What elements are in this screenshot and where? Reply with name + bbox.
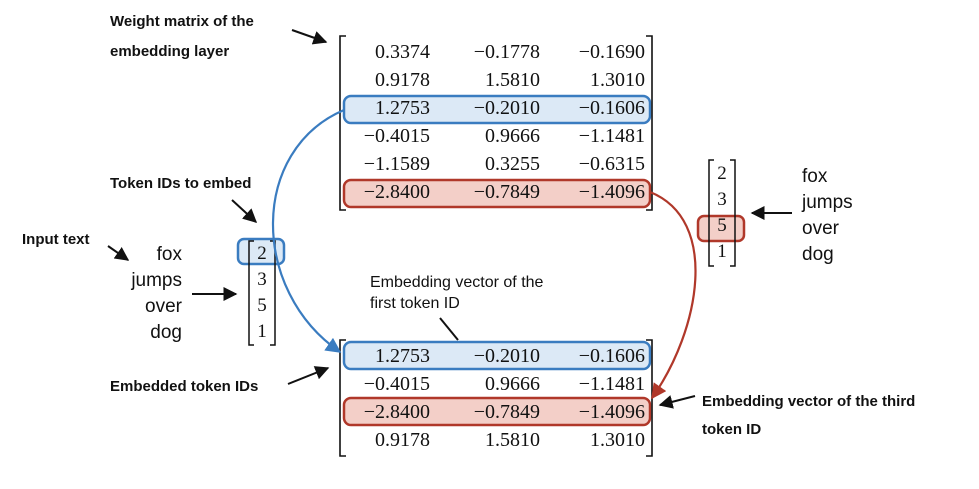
embedded-matrix-cell: −1.1481 xyxy=(579,373,645,395)
left-ids-left-bracket xyxy=(248,240,254,346)
first-vector-pointer-line xyxy=(439,317,459,341)
weight-matrix-cell: 1.2753 xyxy=(375,97,430,119)
input-words-right: fox jumps over dog xyxy=(801,166,853,265)
embedded-matrix-cell: 0.9666 xyxy=(485,373,540,395)
weight-matrix-label-line1: Weight matrix of the xyxy=(110,13,254,30)
weight-matrix-cell: 0.9178 xyxy=(375,69,430,91)
weight-matrix-cell: −1.1589 xyxy=(364,153,430,175)
embedded-matrix-left-bracket xyxy=(339,339,346,457)
weight-row-highlight-red xyxy=(342,178,652,209)
weight-matrix-cell: −0.2010 xyxy=(474,97,540,119)
token-id-vector-left: 2 3 5 1 xyxy=(257,243,267,342)
embedded-matrix-cell: −1.4096 xyxy=(579,401,645,423)
weight-matrix-cell: −0.1778 xyxy=(474,41,540,63)
embedded-row-highlight-red xyxy=(342,396,652,427)
embedded-matrix: 1.2753 −0.2010 −0.1606 −0.4015 0.9666 −1.1481… xyxy=(364,345,645,451)
input-word-right: dog xyxy=(802,244,834,265)
weight-matrix-cell: −2.8400 xyxy=(364,181,430,203)
embedded-ids-pointer-arrow xyxy=(287,366,330,385)
third-vector-label-line2: token ID xyxy=(702,421,761,438)
embedded-matrix-cell: 0.9178 xyxy=(375,429,430,451)
embedded-matrix-cell: 1.3010 xyxy=(590,429,645,451)
weight-matrix-cell: −0.1690 xyxy=(579,41,645,63)
third-vector-pointer-arrow xyxy=(658,395,696,409)
weight-row-highlight-blue xyxy=(342,94,652,125)
weight-matrix: 0.3374 −0.1778 −0.1690 0.9178 1.5810 1.3010 1.… xyxy=(364,41,645,203)
input-word-left: dog xyxy=(150,322,182,343)
weight-matrix-cell: −0.6315 xyxy=(579,153,645,175)
weight-matrix-cell: 0.9666 xyxy=(485,125,540,147)
lookup-arrow-red xyxy=(649,190,697,400)
token-ids-label: Token IDs to embed xyxy=(110,175,251,192)
token-id-right: 3 xyxy=(717,189,727,210)
weight-matrix-cell: −1.4096 xyxy=(579,181,645,203)
embedded-matrix-cell: −0.4015 xyxy=(364,373,430,395)
token-id-left: 1 xyxy=(257,321,267,342)
embedded-matrix-cell: 1.2753 xyxy=(375,345,430,367)
token-id-right: 1 xyxy=(717,241,727,262)
input-word-left: jumps xyxy=(130,270,182,291)
weight-matrix-cell: 0.3255 xyxy=(485,153,540,175)
embedded-row-highlight-blue xyxy=(342,340,652,371)
input-word-right: jumps xyxy=(801,192,853,213)
weight-matrix-pointer-arrow xyxy=(291,29,328,45)
input-word-left: fox xyxy=(157,244,183,265)
input-word-right: fox xyxy=(802,166,828,187)
first-vector-label-line1: Embedding vector of the xyxy=(370,274,544,291)
weight-matrix-cell: −1.1481 xyxy=(579,125,645,147)
token-id-left: 3 xyxy=(257,269,267,290)
embedded-token-ids-label: Embedded token IDs xyxy=(110,378,258,395)
weight-matrix-cell: −0.1606 xyxy=(579,97,645,119)
weight-matrix-cell: 1.5810 xyxy=(485,69,540,91)
embedded-matrix-cell: −2.8400 xyxy=(364,401,430,423)
input-text-pointer-arrow xyxy=(107,245,130,261)
embedded-matrix-cell: −0.1606 xyxy=(579,345,645,367)
token-id-vector-right: 2 3 5 1 xyxy=(717,163,727,262)
token-id-left: 2 xyxy=(257,243,267,264)
weight-matrix-cell: −0.7849 xyxy=(474,181,540,203)
third-vector-label-line1: Embedding vector of the third xyxy=(702,393,915,410)
embedded-matrix-cell: −0.2010 xyxy=(474,345,540,367)
input-word-right: over xyxy=(802,218,840,239)
right-ids-left-bracket xyxy=(708,159,714,267)
token-id-left: 5 xyxy=(257,295,267,316)
embedded-matrix-cell: −0.7849 xyxy=(474,401,540,423)
weight-matrix-cell: 0.3374 xyxy=(375,41,430,63)
embedded-matrix-cell: 1.5810 xyxy=(485,429,540,451)
token-ids-pointer-arrow xyxy=(231,199,258,223)
token-id-right: 5 xyxy=(717,215,727,236)
weight-matrix-label-line2: embedding layer xyxy=(110,43,229,60)
token-id-right: 2 xyxy=(717,163,727,184)
input-words-left: fox jumps over dog xyxy=(130,244,182,343)
weight-matrix-cell: 1.3010 xyxy=(590,69,645,91)
weight-matrix-right-bracket xyxy=(646,35,653,211)
right-ids-right-bracket xyxy=(730,159,736,267)
input-word-left: over xyxy=(145,296,183,317)
first-vector-label-line2: first token ID xyxy=(370,295,460,312)
weight-matrix-left-bracket xyxy=(339,35,346,211)
input-text-label: Input text xyxy=(22,231,90,248)
left-ids-right-bracket xyxy=(270,240,276,346)
weight-matrix-cell: −0.4015 xyxy=(364,125,430,147)
lookup-arrow-blue xyxy=(272,108,345,353)
